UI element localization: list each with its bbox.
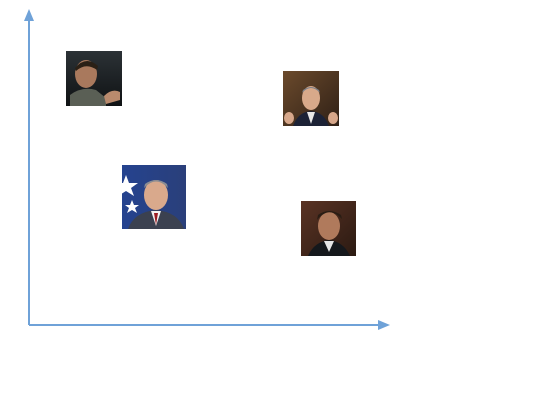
photo-bush-top-right [283, 71, 339, 126]
y-axis-arrowhead [24, 9, 34, 21]
x-axis [29, 320, 390, 330]
photo-arnold-bottom-right [301, 201, 356, 256]
x-axis-arrowhead [378, 320, 390, 330]
y-axis [24, 9, 34, 325]
photo-arnold-top-left [66, 51, 122, 106]
photo-bush-middle-left [114, 165, 186, 229]
